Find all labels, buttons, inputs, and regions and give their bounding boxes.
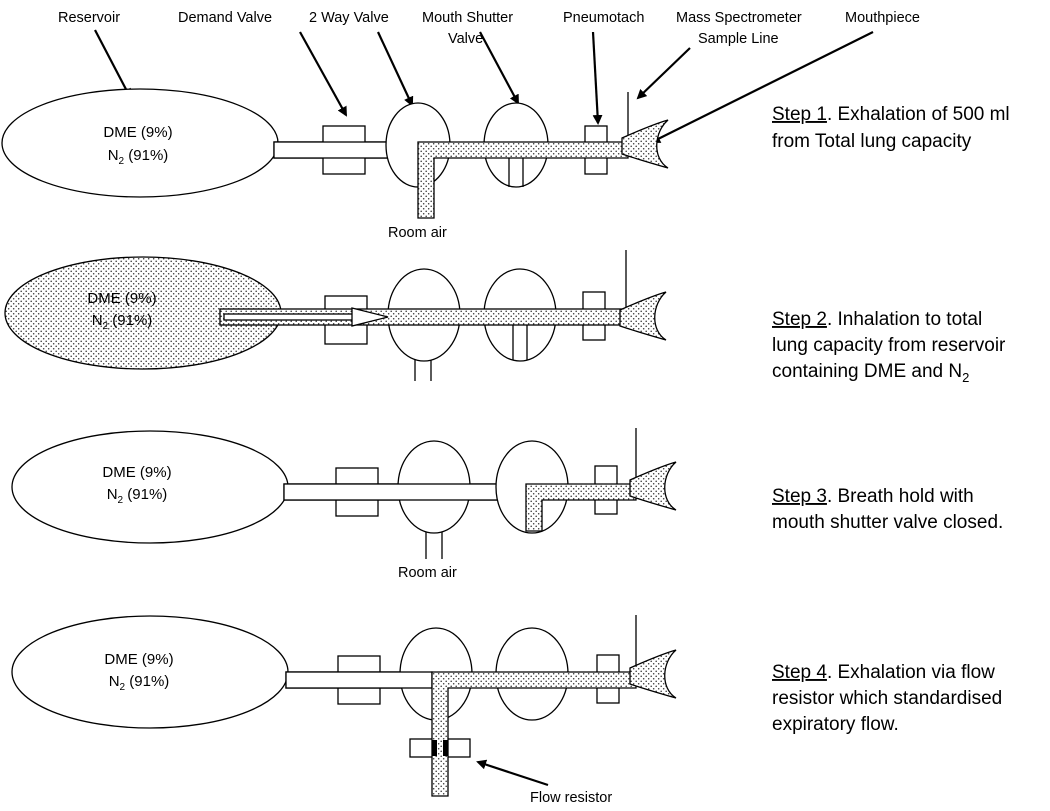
mouthpiece-pointer-arrow [650,31,874,143]
mouthpiece [619,291,667,341]
mouthpiece [629,649,677,699]
sample-line-pointer-arrow [636,47,691,100]
inspiratory-tube-overlay [285,671,433,689]
step4-description: Step 4. Exhalation via flow resistor whi… [772,662,1002,735]
reservoir-dme-label: DME (9%) [103,124,172,141]
mouthpiece-label: Mouthpiece [845,10,920,26]
mass-spectrometer-label-line1: Mass Spectrometer [676,10,802,26]
label-pointer-arrows [94,29,874,143]
demand-valve-label: Demand Valve [178,10,272,26]
reservoir-dme-label: DME (9%) [104,651,173,668]
reservoir-label: Reservoir [58,10,120,26]
trapped-air-path [525,483,637,532]
step2-text-line2: lung capacity from reservoir [772,335,1006,356]
step2-text-line1: Step 2. Inhalation to total [772,309,982,330]
reservoir-pointer-arrow [94,29,131,99]
step2-text-line3: containing DME and N2 [772,361,969,385]
reservoir-dme-label: DME (9%) [87,290,156,307]
reservoir-bag [1,88,279,198]
step4-text-line1: Step 4. Exhalation via flow [772,662,995,683]
mouthpiece [629,461,677,511]
two-way-valve-pointer-arrow [377,31,414,107]
step3-text-line1: Step 3. Breath hold with [772,486,974,507]
inspiratory-tube-overlay [283,483,527,501]
step1-text-line1: Step 1. Exhalation of 500 ml [772,104,1010,125]
step1-apparatus: DME (9%) N2 (91%) Room air [1,88,669,241]
flow-resistor-label: Flow resistor [530,790,612,806]
two-way-valve-label: 2 Way Valve [309,10,389,26]
pneumotach-pointer-arrow [591,31,603,125]
reservoir-n2-label: N2 (91%) [107,486,168,506]
reservoir-n2-label: N2 (91%) [108,147,169,167]
mouthpiece [621,119,669,169]
room-air-label: Room air [388,225,447,241]
room-air-label: Room air [398,565,457,581]
step1-text-line2: from Total lung capacity [772,131,972,152]
step1-description: Step 1. Exhalation of 500 ml from Total … [772,104,1010,152]
step3-apparatus: DME (9%) N2 (91%) Room air [11,428,677,581]
inflow-arrow-head [351,307,389,327]
step4-text-line2: resistor which standardised [772,688,1002,709]
reservoir-dme-label: DME (9%) [102,464,171,481]
mouth-shutter-pointer-arrow [479,31,519,105]
mouth-shutter-valve-label-line1: Mouth Shutter [422,10,513,26]
step4-text-line3: expiratory flow. [772,714,899,735]
reservoir-n2-label: N2 (91%) [109,673,170,693]
pneumotach-label: Pneumotach [563,10,644,26]
component-labels: Reservoir Demand Valve 2 Way Valve Mouth… [58,10,920,47]
demand-valve-pointer-arrow [299,31,347,117]
reservoir-n2-label: N2 (91%) [92,312,153,332]
step2-description: Step 2. Inhalation to total lung capacit… [772,309,1006,385]
step2-apparatus: DME (9%) N2 (91%) [4,250,667,381]
step3-description: Step 3. Breath hold with mouth shutter v… [772,486,1003,533]
mouth-shutter-valve-label-line2: Valve [448,31,483,47]
flow-resistor-pointer-arrow [476,759,549,787]
reservoir-bag [11,615,289,729]
inflow-arrow-shaft [223,313,355,321]
step3-text-line2: mouth shutter valve closed. [772,512,1003,533]
flow-resistor-plate-left [432,740,437,756]
mass-spectrometer-label-line2: Sample Line [698,31,779,47]
step4-apparatus: DME (9%) N2 (91%) Flow resistor [11,615,677,806]
flow-resistor-plate-right [443,740,448,756]
